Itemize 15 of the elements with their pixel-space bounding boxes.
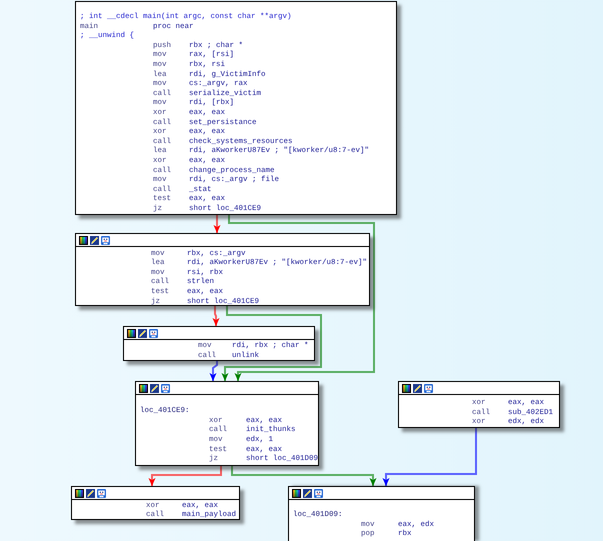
arrow (214, 215, 220, 233)
code-block (135, 381, 319, 466)
code-block (398, 381, 560, 428)
arrow (231, 466, 376, 486)
arrow (222, 306, 322, 381)
code-block (123, 326, 315, 361)
arrow (228, 215, 375, 381)
arrow (382, 428, 477, 486)
code-block (75, 1, 397, 215)
arrow (212, 306, 220, 326)
arrow (148, 466, 222, 486)
code-block (75, 233, 370, 306)
arrow (210, 361, 218, 381)
code-block (71, 486, 240, 520)
code-block (288, 486, 475, 541)
